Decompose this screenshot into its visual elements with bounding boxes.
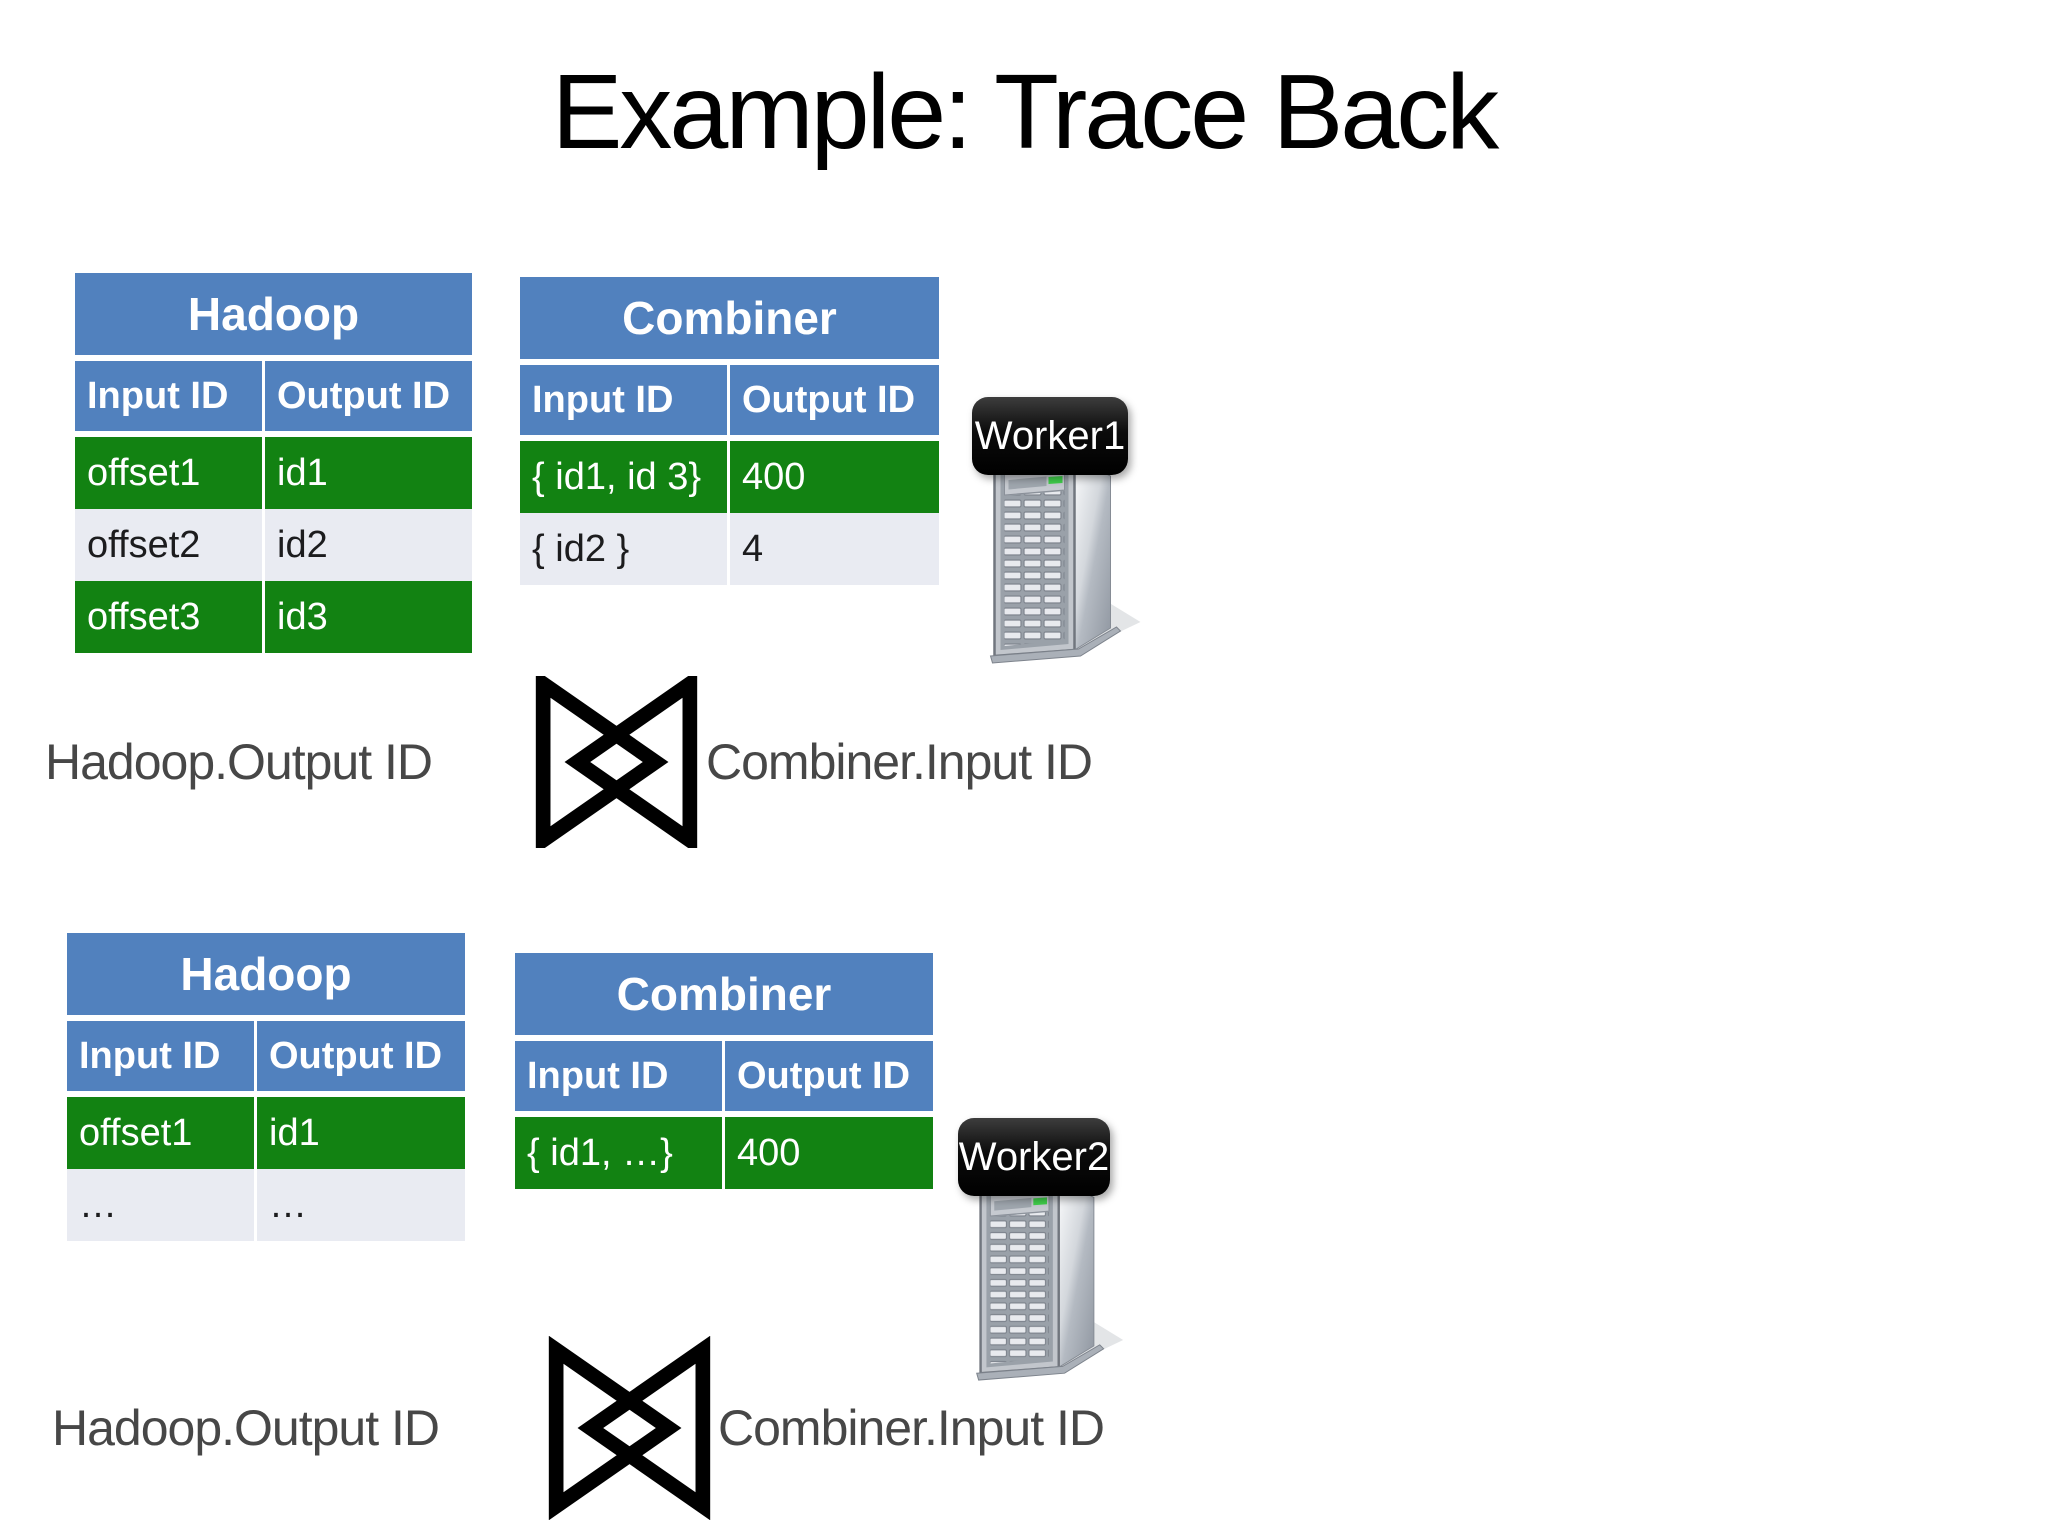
table-title: Hadoop (75, 273, 472, 355)
column-header: Output ID (257, 1021, 465, 1091)
table-title: Hadoop (67, 933, 465, 1015)
table-cell: offset1 (67, 1097, 257, 1169)
table-cell: offset1 (75, 437, 265, 509)
table-cell: id1 (265, 437, 472, 509)
column-header: Input ID (67, 1021, 257, 1091)
column-header: Output ID (730, 365, 939, 435)
table-row: offset1 id1 (75, 437, 472, 509)
table-cell: 400 (730, 441, 939, 513)
server-icon (962, 1172, 1132, 1382)
table-cell: id3 (265, 581, 472, 653)
table-cell: { id1, …} (515, 1117, 725, 1189)
table-cell: offset2 (75, 509, 265, 581)
table-title: Combiner (520, 277, 939, 359)
table-cell: { id1, id 3} (520, 441, 730, 513)
join-left-label: Hadoop.Output ID (52, 1400, 440, 1456)
table-row: offset3 id3 (75, 581, 472, 653)
table-row: { id2 } 4 (520, 513, 939, 585)
table-cell: 400 (725, 1117, 933, 1189)
table-header-row: Input ID Output ID (67, 1021, 465, 1091)
column-header: Input ID (520, 365, 730, 435)
table-cell: offset3 (75, 581, 265, 653)
column-header: Output ID (265, 361, 472, 431)
table-row: { id1, …} 400 (515, 1117, 933, 1189)
table-row: offset1 id1 (67, 1097, 465, 1169)
worker2-badge: Worker2 (958, 1118, 1110, 1196)
join-icon (535, 676, 698, 848)
table-row: offset2 id2 (75, 509, 472, 581)
table-combiner-top: Combiner Input ID Output ID { id1, id 3}… (520, 277, 939, 585)
table-row: … … (67, 1169, 465, 1244)
column-header: Input ID (515, 1041, 725, 1111)
table-header-row: Input ID Output ID (75, 361, 472, 431)
table-hadoop-top: Hadoop Input ID Output ID offset1 id1 of… (75, 273, 472, 653)
table-header-row: Input ID Output ID (515, 1041, 933, 1111)
table-cell: { id2 } (520, 513, 730, 585)
table-row: { id1, id 3} 400 (520, 441, 939, 513)
join-icon (548, 1336, 711, 1520)
join-left-label: Hadoop.Output ID (45, 734, 433, 790)
server-icon (975, 450, 1150, 665)
column-header: Output ID (725, 1041, 933, 1111)
table-cell: id2 (265, 509, 472, 581)
column-header: Input ID (75, 361, 265, 431)
table-header-row: Input ID Output ID (520, 365, 939, 435)
table-hadoop-bottom: Hadoop Input ID Output ID offset1 id1 … … (67, 933, 465, 1244)
table-cell: 4 (730, 513, 939, 585)
worker1-badge: Worker1 (972, 397, 1128, 475)
join-right-label: Combiner.Input ID (718, 1400, 1105, 1456)
table-cell: … (257, 1169, 465, 1241)
table-cell: id1 (257, 1097, 465, 1169)
table-combiner-bottom: Combiner Input ID Output ID { id1, …} 40… (515, 953, 933, 1189)
page-title: Example: Trace Back (551, 53, 1500, 171)
join-right-label: Combiner.Input ID (706, 734, 1093, 790)
table-title: Combiner (515, 953, 933, 1035)
table-cell: … (67, 1169, 257, 1241)
